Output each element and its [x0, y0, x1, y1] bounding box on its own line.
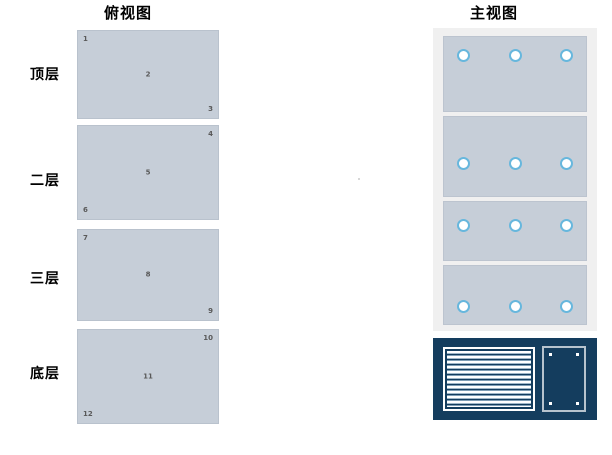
- access-panel[interactable]: [542, 346, 586, 412]
- panel-number: 10: [203, 334, 213, 342]
- circle-hole-icon[interactable]: [560, 219, 573, 232]
- louver-grille-icon: [443, 347, 535, 411]
- panel-number: 11: [143, 372, 153, 380]
- circle-hole-icon[interactable]: [560, 49, 573, 62]
- circle-hole-icon[interactable]: [509, 157, 522, 170]
- panel-number: 7: [83, 234, 88, 242]
- circle-hole-icon[interactable]: [457, 157, 470, 170]
- cabinet-frame: [433, 28, 597, 331]
- front-shelf-1[interactable]: [443, 36, 587, 112]
- circle-hole-icon[interactable]: [457, 49, 470, 62]
- panel-number: 9: [208, 307, 213, 315]
- circle-hole-icon[interactable]: [457, 219, 470, 232]
- front-shelf-2[interactable]: [443, 116, 587, 197]
- screw-dot-icon: [549, 402, 552, 405]
- panel-number: 2: [145, 70, 151, 78]
- top-view-diagram: 俯视图 顶层 二层 三层 底层 1 2 3 4 5 6 7 8 9 10 11 …: [30, 4, 219, 424]
- front-view-diagram: 主视图: [410, 0, 612, 455]
- panel-number: 12: [83, 410, 93, 418]
- front-shelf-3[interactable]: [443, 201, 587, 261]
- circle-hole-icon[interactable]: [560, 157, 573, 170]
- circle-hole-icon[interactable]: [509, 219, 522, 232]
- screw-dot-icon: [576, 353, 579, 356]
- front-view-title: 主视图: [470, 4, 519, 22]
- panel-number: 3: [208, 105, 213, 113]
- level-label-second: 二层: [30, 173, 60, 189]
- circle-hole-icon[interactable]: [509, 49, 522, 62]
- circle-hole-icon[interactable]: [457, 300, 470, 313]
- top-view-title: 俯视图: [104, 4, 153, 22]
- panel-number: 6: [83, 206, 88, 214]
- stray-artifact-dot: [358, 178, 360, 180]
- panel-number: 8: [145, 270, 151, 279]
- circle-hole-icon[interactable]: [509, 300, 522, 313]
- circle-hole-icon[interactable]: [560, 300, 573, 313]
- front-shelf-4[interactable]: [443, 265, 587, 325]
- level-label-top: 顶层: [30, 67, 60, 83]
- level-label-bottom: 底层: [30, 366, 60, 382]
- base-unit[interactable]: [433, 338, 597, 420]
- panel-number: 1: [83, 35, 88, 43]
- grille-louvers: [447, 351, 531, 407]
- screw-dot-icon: [549, 353, 552, 356]
- screw-dot-icon: [576, 402, 579, 405]
- panel-number: 5: [145, 168, 151, 176]
- panel-number: 4: [208, 130, 213, 138]
- level-label-third: 三层: [30, 271, 60, 287]
- top-view-panel-top[interactable]: 1 2 3: [77, 30, 219, 119]
- top-view-panel-bottom[interactable]: 10 11 12: [77, 329, 219, 424]
- top-view-panel-second[interactable]: 4 5 6: [77, 125, 219, 220]
- top-view-panel-third[interactable]: 7 8 9: [77, 229, 219, 321]
